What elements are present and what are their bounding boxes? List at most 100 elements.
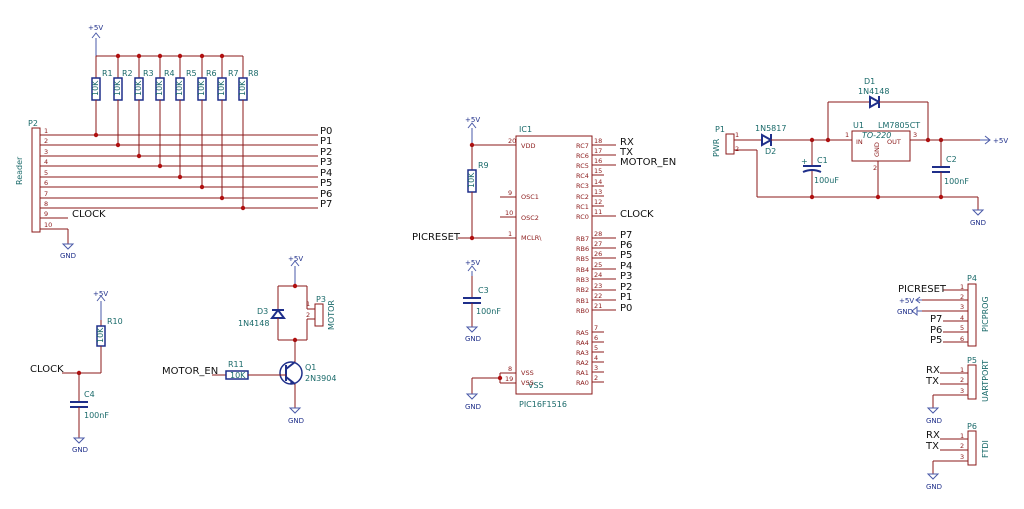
ic1-net-labels: RX TX MOTOR_EN CLOCK P7 P6 P5 P4 P3 P2 P… (619, 137, 676, 314)
vcc-label-pullups: +5V (88, 24, 103, 32)
c1-value: 100uF (814, 176, 839, 185)
p6-ref: P6 (967, 422, 977, 431)
power-supply-section: P1 PWR 1 2 GND 1N5817 D2 + C1 100uF (712, 77, 1008, 227)
ic1-pin-15-name: RC4 (576, 172, 589, 180)
resistor-r9[interactable]: R9 10K (467, 145, 489, 238)
reader-section: P2 Reader 1 2 3 4 5 6 7 8 9 10 (15, 24, 332, 260)
vcc-label-mcu: +5V (465, 116, 480, 124)
resistor-r10[interactable]: R10 10K (96, 317, 123, 373)
r10-ref: R10 (107, 317, 123, 326)
p2-ref: P2 (28, 119, 38, 128)
ic1-pin-20-num: 20 (508, 137, 516, 145)
ic1-pin-5-num: 5 (594, 344, 598, 352)
c2-value: 100nF (944, 177, 969, 186)
ic1-pin-19-num: 19 (505, 375, 513, 383)
pullup-rail: +5V (88, 24, 243, 57)
p4-net-p7: P7 (930, 314, 942, 325)
p1-ref: P1 (715, 125, 725, 134)
ic1-value: PIC16F1516 (519, 400, 567, 409)
p3-name: MOTOR (327, 300, 336, 330)
d1-value: 1N4148 (858, 87, 889, 96)
r1-ref: R1 (102, 69, 113, 78)
p4-name: PICPROG (981, 296, 990, 332)
q1-ref: Q1 (305, 363, 316, 372)
r1-value: 10K (91, 80, 100, 96)
resistor-r8[interactable]: R8 10K (238, 56, 259, 208)
resistor-r4[interactable]: R4 10K (155, 56, 175, 166)
net-label-p4: P4 (320, 168, 332, 179)
resistor-r1[interactable]: R1 10K (91, 56, 113, 135)
ic1-body[interactable] (515, 135, 593, 395)
p2-ground-symbol: GND (60, 243, 76, 260)
p5-uart-connector[interactable]: P5 UARTPORT 1 2 3 (960, 356, 990, 402)
resistor-r6[interactable]: R6 10K (197, 56, 217, 187)
diode-d3[interactable]: D3 1N4148 (238, 286, 286, 340)
p6-name: FTDI (981, 440, 990, 458)
resistor-r3[interactable]: R3 10K (134, 56, 154, 156)
ic1-pin-10-num: 10 (505, 209, 513, 217)
ic1-pin-13-name: RC2 (576, 193, 589, 201)
p2-pin-8: 8 (44, 200, 48, 208)
net-label-p0: P0 (320, 126, 332, 137)
ic1-pin-11-num: 11 (594, 208, 602, 216)
ic1-pin-7-name: RA5 (576, 329, 589, 337)
p6-pin-3: 3 (960, 453, 964, 461)
p2-name: Reader (15, 156, 24, 185)
vcc-label-c3: +5V (465, 259, 480, 267)
r11-value: 10K (230, 371, 246, 380)
net-label-p5: P5 (320, 178, 332, 189)
capacitor-c2[interactable]: C2 100nF (932, 140, 969, 197)
net-label-tx-mcu: TX (619, 147, 633, 158)
p6-ftdi-connector[interactable]: P6 FTDI 1 2 3 (960, 422, 990, 466)
r4-value: 10K (155, 80, 164, 96)
c2-ref: C2 (946, 155, 957, 164)
p4-pin-6: 6 (960, 335, 964, 343)
resistor-r7[interactable]: R7 10K (217, 56, 239, 198)
ic1-pin-17-name: RC6 (576, 152, 589, 160)
regulator-u1[interactable]: U1 LM7805CT TO-220 IN OUT GND 1 2 3 (845, 121, 920, 172)
d3-ref: D3 (257, 307, 268, 316)
r11-ref: R11 (228, 360, 244, 369)
gnd-label-p5: GND (926, 417, 942, 425)
net-label-motor-en-driver: MOTOR_EN (162, 366, 218, 377)
resistor-r5[interactable]: R5 10K (175, 56, 197, 177)
p4-pin-1: 1 (960, 283, 964, 291)
p6-net-rx: RX (926, 430, 940, 441)
d2-ref: D2 (765, 147, 776, 156)
net-label-rx-mcu: RX (620, 137, 634, 148)
net-label-p6-mcu: P6 (620, 240, 632, 251)
p5-pin-1: 1 (960, 366, 964, 374)
ic1-left-pins: 20 VDD 9 OSC1 10 OSC2 1 MCLR\ 8 VSS 19 V… (500, 137, 542, 387)
r2-ref: R2 (122, 69, 133, 78)
p4-net-p6: P6 (930, 325, 942, 336)
ic1-pin-12-name: RC1 (576, 203, 589, 211)
p1-power-connector[interactable]: P1 PWR 1 2 (712, 125, 739, 157)
p2-connector-body[interactable] (31, 127, 41, 233)
capacitor-c1[interactable]: + C1 100uF (801, 140, 839, 197)
resistor-r11[interactable]: R11 10K (212, 360, 286, 380)
p5-net-tx: TX (925, 376, 939, 387)
p2-pin-1: 1 (44, 127, 48, 135)
ic1-pin-27-name: RB6 (576, 245, 589, 253)
gnd-label-c3: GND (465, 335, 481, 343)
ic1-pin-6-name: RA4 (576, 339, 589, 347)
u1-gnd: GND (873, 142, 881, 157)
ic1-pin-27-num: 27 (594, 240, 602, 248)
p4-ref: P4 (967, 274, 977, 283)
resistor-r2[interactable]: R2 10K (113, 56, 133, 145)
capacitor-c4[interactable]: C4 100nF (70, 373, 109, 438)
c3-value: 100nF (476, 307, 501, 316)
net-label-picreset-mcu: PICRESET (412, 232, 461, 243)
p2-pin-10: 10 (44, 221, 52, 229)
gnd-label-p2: GND (60, 252, 76, 260)
p4-pin-5: 5 (960, 324, 964, 332)
ic1-pin-8-num: 8 (508, 365, 512, 373)
ic1-pin-23-num: 23 (594, 282, 602, 290)
net-label-clock-mcu: CLOCK (620, 209, 654, 220)
ic1-pin-9-num: 9 (508, 189, 512, 197)
transistor-q1[interactable]: Q1 2N3904 (279, 340, 336, 408)
p3-motor-connector[interactable]: 1 2 P3 MOTOR (306, 295, 336, 330)
diode-d1[interactable]: D1 1N4148 (827, 77, 929, 140)
capacitor-c3[interactable]: C3 100nF (463, 276, 501, 327)
p4-picprog-connector[interactable]: P4 PICPROG 1 2 3 4 5 6 (960, 274, 990, 347)
